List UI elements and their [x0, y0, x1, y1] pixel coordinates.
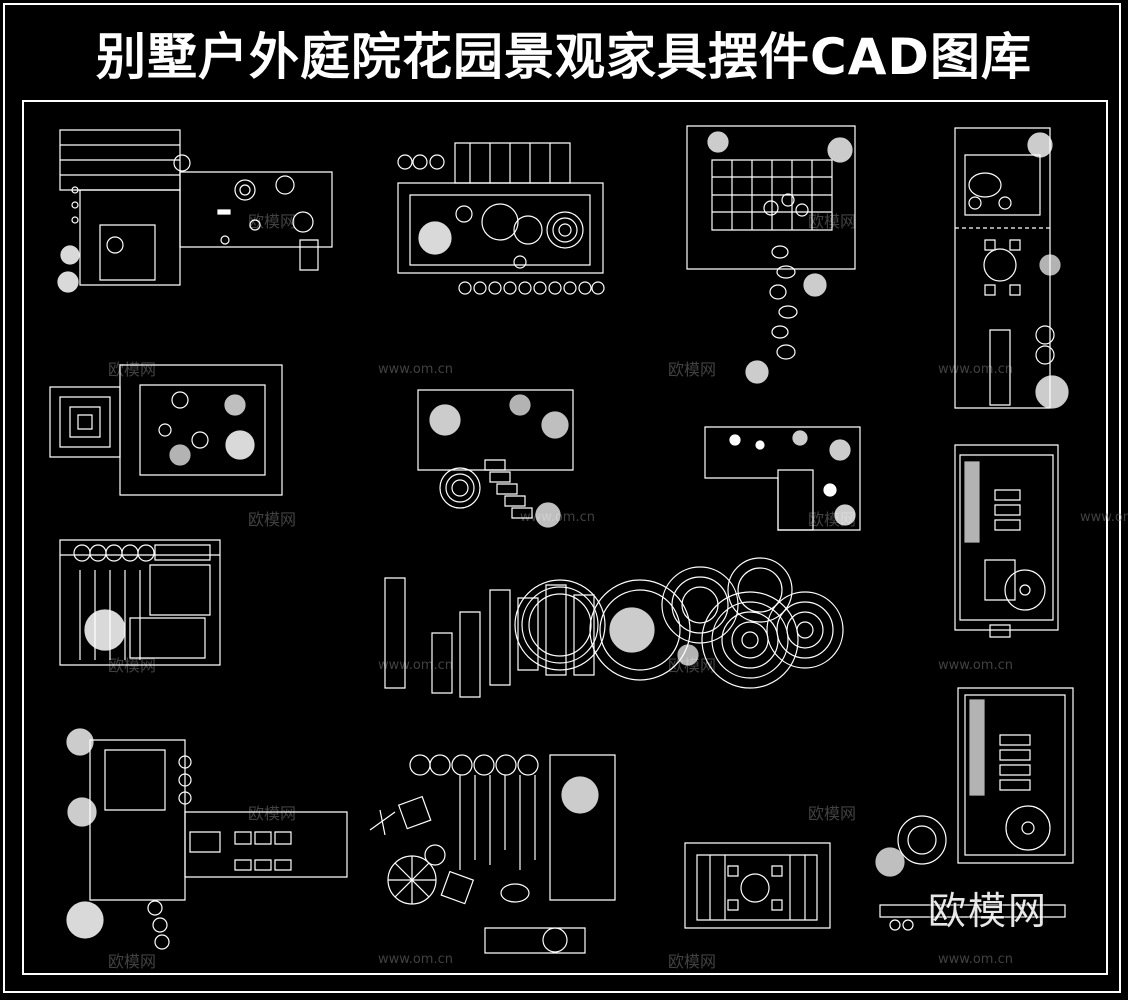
plan-concentric-square: [50, 365, 282, 495]
watermark-brand: 欧模网: [108, 952, 157, 971]
watermark-brand: 欧模网: [248, 804, 297, 823]
watermark-url: www.om.cn: [378, 362, 453, 377]
plan-l-shaped-garden: [705, 427, 860, 530]
watermark-brand: 欧模网: [248, 510, 297, 529]
page-title: 别墅户外庭院花园景观家具摆件CAD图库: [96, 28, 1032, 86]
watermark-url: www.om.cn: [938, 362, 1013, 377]
plan-deck-steps: [58, 130, 332, 292]
plan-long-garden-top-right: [955, 128, 1068, 408]
drawing-frame-inner: [22, 100, 1108, 975]
watermark-url: www.om.cn: [378, 658, 453, 673]
plan-long-garden-mid-right: [955, 445, 1058, 637]
watermark-brand: 欧模网: [668, 952, 717, 971]
plan-patio-with-path: [67, 729, 347, 949]
plan-dining-deck: [685, 843, 830, 928]
watermark-url: www.om.cn: [938, 658, 1013, 673]
plan-long-garden-bottom-right: [876, 688, 1073, 930]
watermark-brand: 欧模网: [808, 804, 857, 823]
plan-wood-deck: [60, 540, 220, 665]
plan-planks-and-ripples: [385, 558, 843, 697]
plan-pool-stepping-stones: [687, 126, 855, 383]
brand-logo: 欧模网: [928, 889, 1049, 933]
watermark-url: www.om.cn: [1080, 510, 1128, 525]
watermark-brand: 欧模网: [668, 360, 717, 379]
plan-furniture-collection: [370, 755, 615, 953]
watermark-url: www.om.cn: [378, 952, 453, 967]
plan-patio-boulders: [398, 143, 604, 294]
drawing-frame-outer: [3, 3, 1121, 993]
plan-garden-with-steps: [418, 390, 573, 527]
watermark-url: www.om.cn: [938, 952, 1013, 967]
